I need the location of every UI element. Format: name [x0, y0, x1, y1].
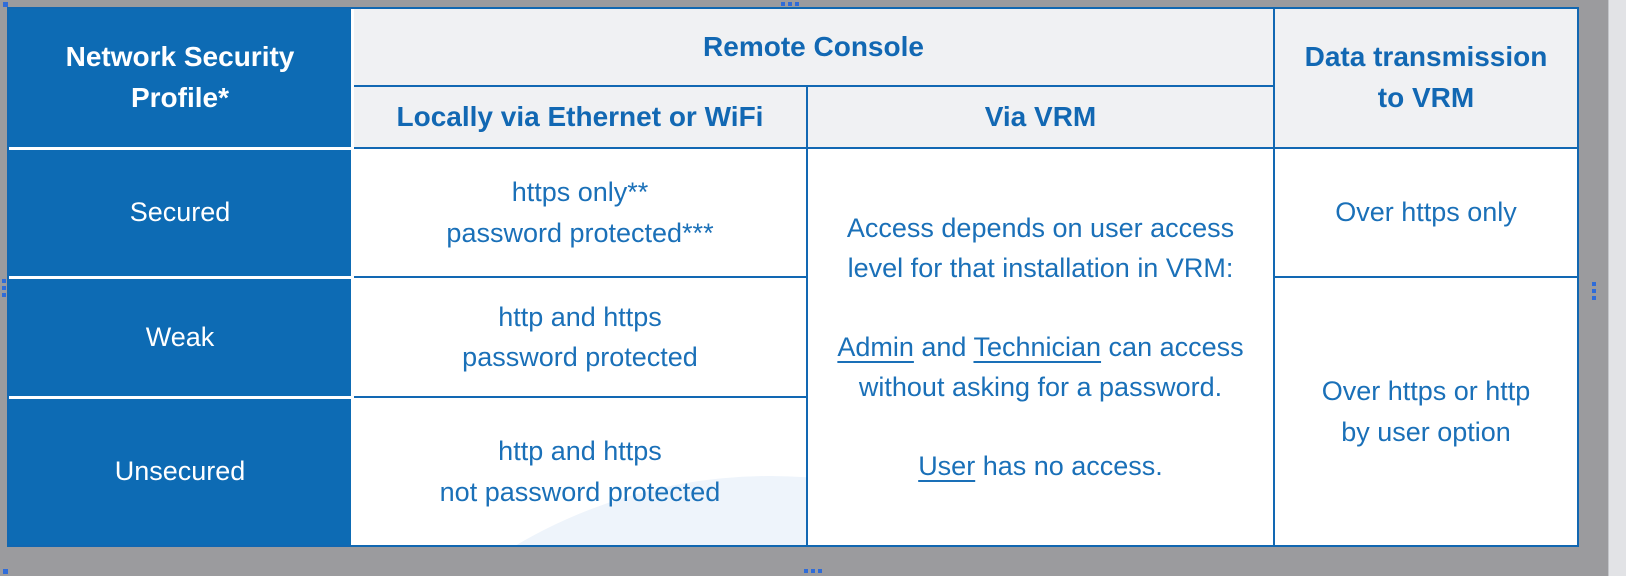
- transmission-line1: Over https or http: [1321, 376, 1531, 406]
- weak-local-line2: password protected: [462, 342, 698, 372]
- unsecured-local-line1: http and https: [498, 436, 662, 466]
- unsecured-label: Unsecured: [114, 456, 246, 487]
- selection-handle-top[interactable]: [781, 2, 799, 6]
- vrm-access-admin-tech: Admin and Technician can access without …: [826, 327, 1255, 408]
- handle-dot: [818, 569, 822, 573]
- technician-link: Technician: [973, 331, 1102, 362]
- header-profile-label: Network Security Profile*: [65, 41, 295, 113]
- header-remote-console-label: Remote Console: [703, 31, 924, 63]
- secured-local-line2: password protected***: [446, 217, 714, 248]
- cell-secured-local: https only** password protected***: [354, 147, 806, 276]
- cell-secured-transmission: Over https only: [1273, 147, 1577, 276]
- unsecured-local-line2: not password protected: [439, 476, 721, 507]
- header-via-vrm: Via VRM: [806, 85, 1273, 147]
- header-data-transmission: Data transmission to VRM: [1273, 9, 1577, 147]
- network-security-table[interactable]: Network Security Profile* Remote Console…: [7, 7, 1579, 547]
- cell-weak-local: http and https password protected: [354, 276, 806, 396]
- handle-dot: [2, 293, 6, 297]
- selection-handle-bottom[interactable]: [804, 569, 822, 573]
- selection-handle-left[interactable]: [2, 279, 6, 297]
- row-secured-label-cell: Secured: [9, 147, 354, 276]
- handle-dot: [1592, 289, 1596, 293]
- secured-transmission-label: Over https only: [1335, 197, 1517, 228]
- handle-dot: [2, 286, 6, 290]
- header-locally-label: Locally via Ethernet or WiFi: [396, 101, 764, 133]
- handle-dot: [811, 569, 815, 573]
- handle-dot: [1592, 282, 1596, 286]
- admin-link: Admin: [837, 331, 914, 362]
- header-profile-column: Network Security Profile*: [9, 9, 354, 147]
- header-data-transmission-label: Data transmission to VRM: [1304, 41, 1548, 113]
- and-text: and: [913, 331, 974, 362]
- handle-dot: [1592, 296, 1596, 300]
- admin-tech-rest-text: can access without asking for a password…: [858, 331, 1244, 403]
- cell-via-vrm-access: Access depends on user access level for …: [806, 147, 1273, 545]
- row-weak-label-cell: Weak: [9, 276, 354, 396]
- window-edge-strip: [1608, 0, 1626, 576]
- user-link: User: [918, 450, 976, 481]
- vrm-access-user: User has no access.: [918, 446, 1163, 487]
- user-rest-text: has no access.: [975, 450, 1163, 481]
- handle-dot: [795, 2, 799, 6]
- header-via-vrm-label: Via VRM: [984, 101, 1097, 133]
- transmission-line2: by user option: [1341, 416, 1511, 447]
- handle-dot: [804, 569, 808, 573]
- selection-handle-bottom-left[interactable]: [3, 569, 8, 574]
- handle-dot: [2, 279, 6, 283]
- selection-handle-top-left[interactable]: [3, 2, 8, 7]
- secured-label: Secured: [129, 197, 231, 228]
- row-unsecured-label-cell: Unsecured: [9, 396, 354, 545]
- weak-label: Weak: [145, 321, 215, 352]
- header-remote-console: Remote Console: [354, 9, 1273, 85]
- weak-local-line1: http and https: [498, 301, 662, 332]
- handle-dot: [788, 2, 792, 6]
- cell-unsecured-local: http and https not password protected: [354, 396, 806, 545]
- header-locally-ethernet-wifi: Locally via Ethernet or WiFi: [354, 85, 806, 147]
- cell-weak-unsecured-transmission: Over https or http by user option: [1273, 276, 1577, 545]
- vrm-access-intro: Access depends on user access level for …: [846, 212, 1235, 284]
- selection-handle-right[interactable]: [1592, 282, 1596, 300]
- handle-dot: [781, 2, 785, 6]
- secured-local-line1: https only**: [511, 177, 649, 207]
